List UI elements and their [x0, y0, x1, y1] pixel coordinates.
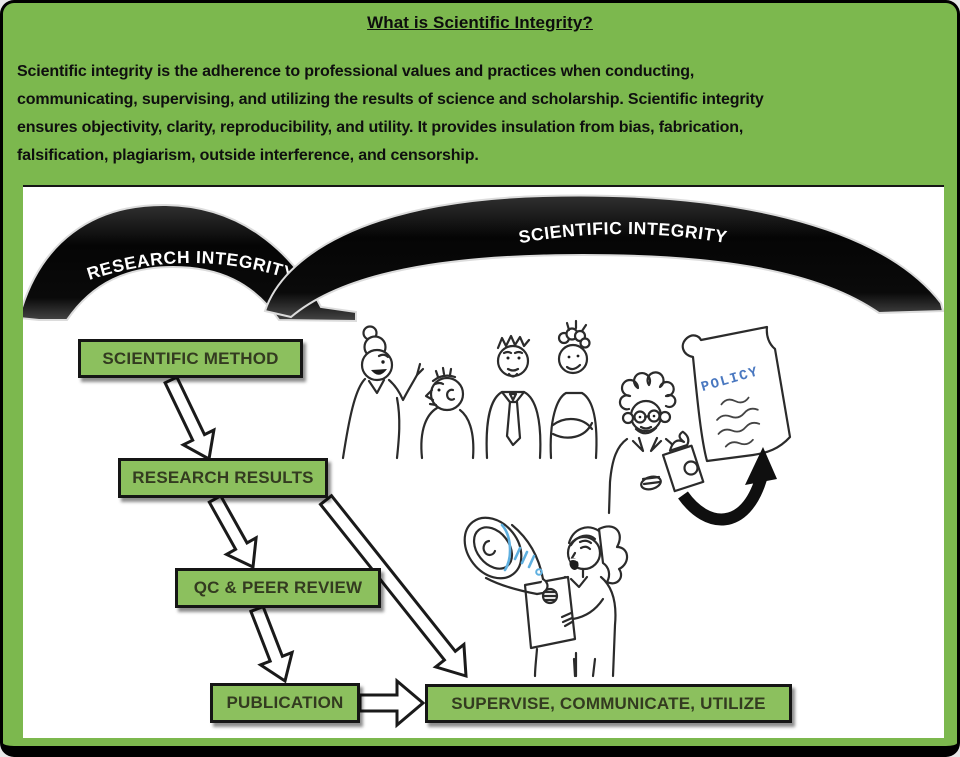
- arrow-results-to-qc: [207, 493, 258, 570]
- flow-box-research-results: RESEARCH RESULTS: [118, 458, 328, 498]
- intro-line: falsification, plagiarism, outside inter…: [17, 147, 479, 164]
- speech-paper: [523, 575, 577, 650]
- tie-man-figure: [485, 334, 542, 460]
- policy-document-illustration: POLICY: [681, 325, 792, 463]
- intro-paragraph: Scientific integrity is the adherence to…: [17, 58, 957, 170]
- ponytail: [597, 525, 629, 585]
- discussion-group-illustration: [341, 319, 598, 460]
- clipboard-icon: [661, 430, 705, 493]
- intro-line: ensures objectivity, clarity, reproducib…: [17, 119, 744, 136]
- flow-box-label: SCIENTIFIC METHOD: [102, 348, 279, 368]
- policy-reviewer-illustration: [607, 371, 705, 515]
- policy-arrow-icon: [678, 447, 777, 526]
- diagram-canvas: RESEARCH INTEGRITY SCIENTIFIC INTEGRITY: [23, 194, 944, 729]
- flow-box-supervise-communicate-utilize: SUPERVISE, COMMUNICATE, UTILIZE: [425, 684, 792, 723]
- arrow-qc-to-publication: [248, 604, 295, 684]
- intro-line: communicating, supervising, and utilizin…: [17, 91, 764, 108]
- crossed-arms-woman-figure: [549, 319, 598, 460]
- pointing-woman-figure: [341, 325, 425, 460]
- arrow-method-to-results: [163, 375, 216, 462]
- announcer-illustration: [463, 516, 629, 678]
- megaphone-icon: [463, 516, 559, 605]
- flow-box-publication: PUBLICATION: [210, 683, 360, 723]
- flow-box-label: PUBLICATION: [226, 693, 344, 712]
- flow-box-label: SUPERVISE, COMMUNICATE, UTILIZE: [451, 693, 766, 713]
- policy-document-lines: [716, 396, 761, 448]
- scientific-integrity-arch: SCIENTIFIC INTEGRITY: [263, 194, 944, 319]
- diagram-panel: RESEARCH INTEGRITY SCIENTIFIC INTEGRITY: [23, 185, 944, 738]
- flow-box-qc-peer-review: QC & PEER REVIEW: [175, 568, 381, 608]
- arrow-publication-to-supervise: [358, 677, 426, 729]
- flow-box-scientific-method: SCIENTIFIC METHOD: [78, 339, 303, 378]
- profile-man-figure: [420, 366, 475, 460]
- arrow-results-to-supervise: [318, 493, 468, 679]
- flow-box-label: RESEARCH RESULTS: [132, 468, 314, 487]
- intro-line: Scientific integrity is the adherence to…: [17, 63, 695, 80]
- page-title: What is Scientific Integrity?: [367, 13, 593, 32]
- flow-box-label: QC & PEER REVIEW: [193, 578, 363, 597]
